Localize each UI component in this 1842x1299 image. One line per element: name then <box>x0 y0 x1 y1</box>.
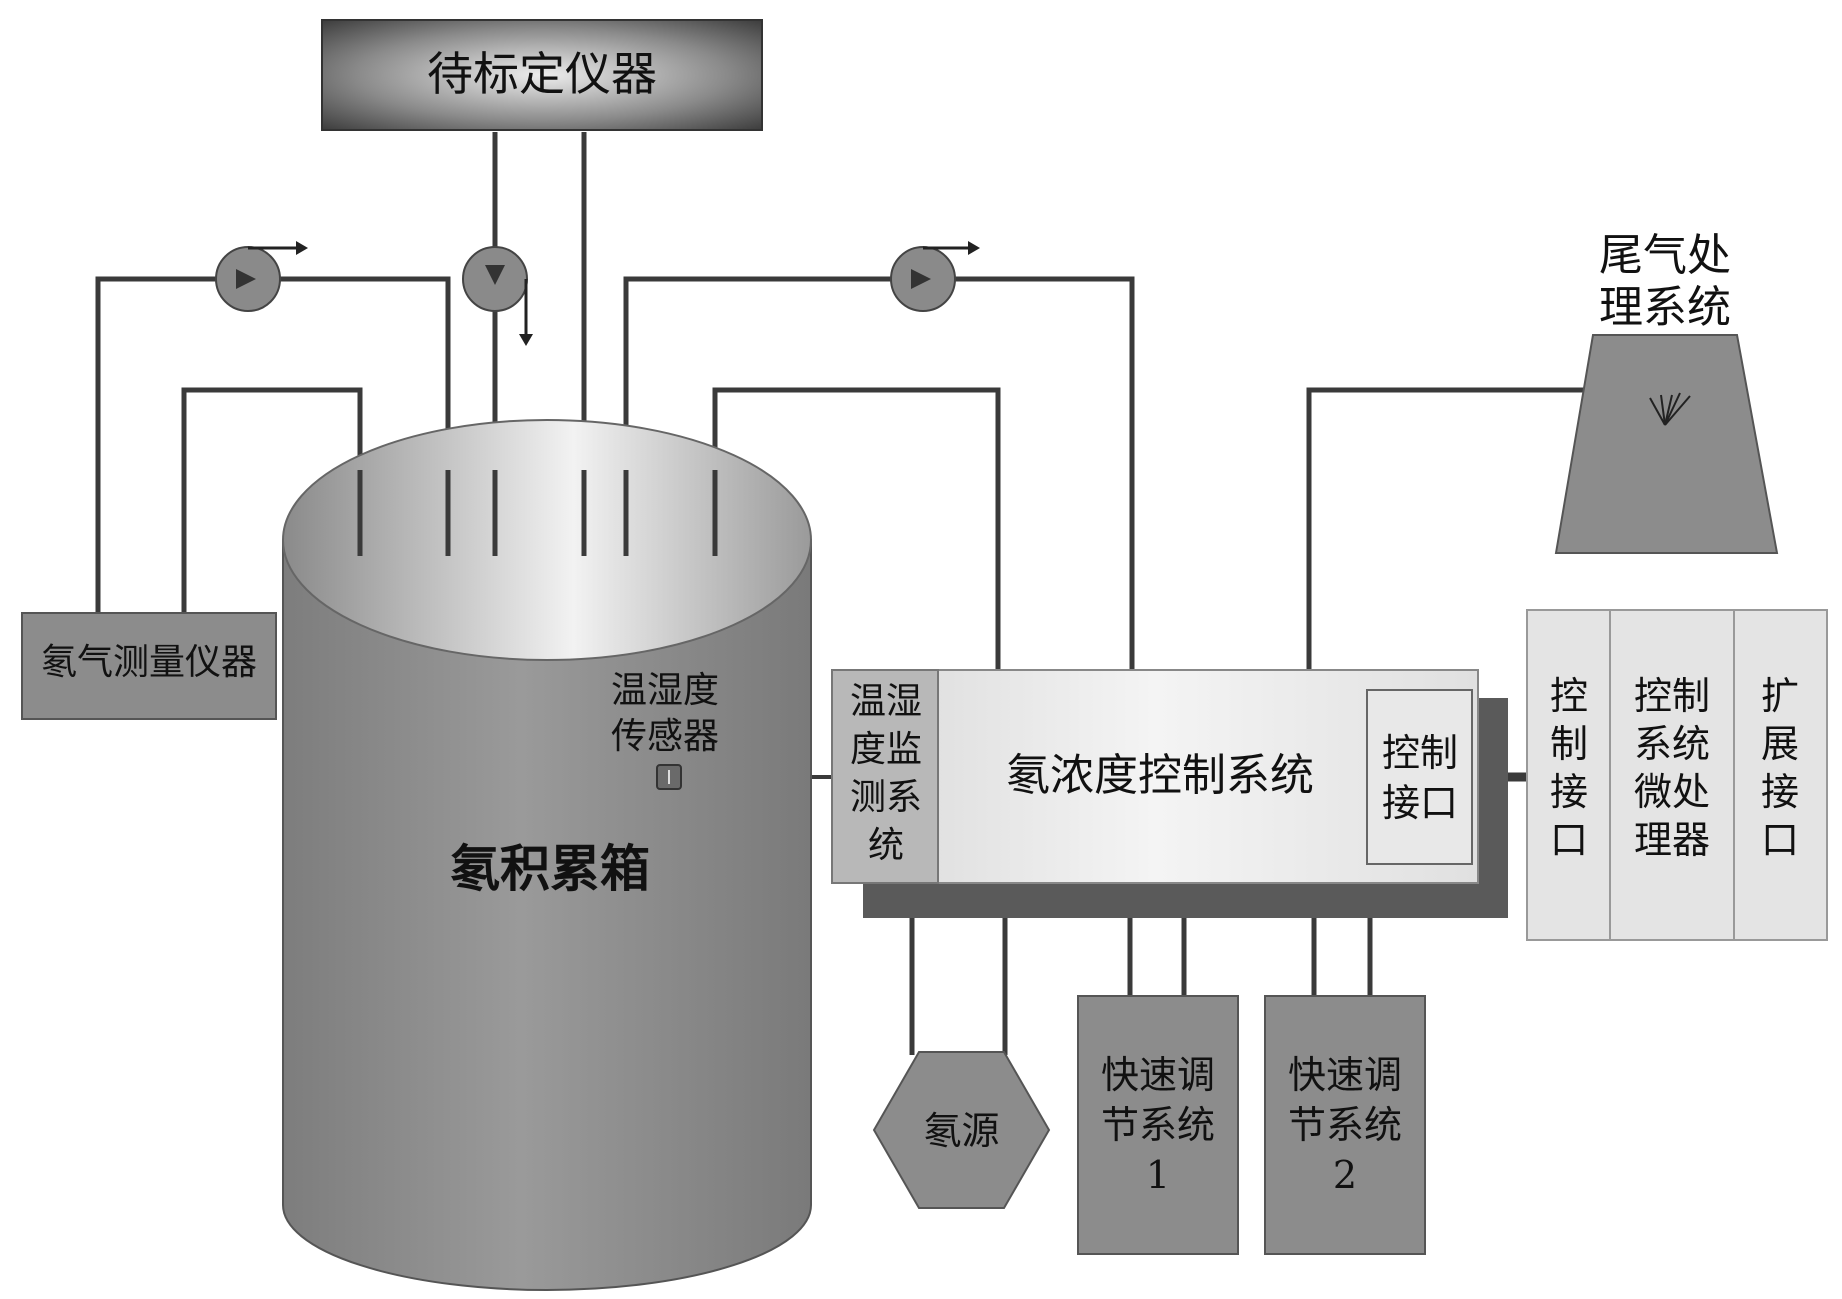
exhaust-label-2: 理系统 <box>1599 282 1731 333</box>
th-sensor-label-2: 传感器 <box>610 716 719 757</box>
ctrl-pipe-out <box>623 276 1135 670</box>
pump-3 <box>890 241 980 312</box>
radon-source-label: 氡源 <box>923 1109 1000 1153</box>
th-monitor-box <box>831 669 939 884</box>
th-monitor-label: 温湿度监测系统 <box>849 681 922 866</box>
fast-reg-2-label-1: 快速调 <box>1287 1053 1402 1097</box>
radon-meter-label: 氡气测量仪器 <box>40 642 257 683</box>
instrument-label: 待标定仪器 <box>427 47 657 101</box>
panel-expansion-port-label: 扩展接口 <box>1760 674 1799 862</box>
panel-microprocessor-label: 控制系统微处理器 <box>1633 674 1710 862</box>
fast-reg-1-label-1: 快速调 <box>1100 1053 1215 1097</box>
fast-reg-1-number: 1 <box>1145 1153 1171 1197</box>
control-system-label: 氡浓度控制系统 <box>1006 750 1314 801</box>
fast-reg-2-label-2: 节系统 <box>1287 1103 1402 1147</box>
control-port-box <box>1366 689 1473 865</box>
processor-panel <box>1526 609 1828 941</box>
fast-reg-1-label-2: 节系统 <box>1100 1103 1215 1147</box>
th-sensor-label-1: 温湿度 <box>610 670 719 711</box>
instrument-box <box>321 19 763 131</box>
exhaust-system <box>1554 334 1779 554</box>
radon-meter-box <box>21 612 277 720</box>
pump-1 <box>215 241 308 312</box>
accumulation-box-label: 氡积累箱 <box>450 840 650 898</box>
exhaust-label-1: 尾气处 <box>1599 230 1731 281</box>
accumulation-cylinder <box>282 419 812 1291</box>
fast-reg-2-number: 2 <box>1332 1153 1358 1197</box>
fast-reg-box-1 <box>1077 995 1239 1255</box>
pump-2 <box>462 246 533 346</box>
fast-reg-box-2 <box>1264 995 1426 1255</box>
radon-source <box>872 1051 1051 1209</box>
control-port-label: 控制接口 <box>1381 731 1458 825</box>
panel-control-port-label: 控制接口 <box>1549 674 1588 862</box>
